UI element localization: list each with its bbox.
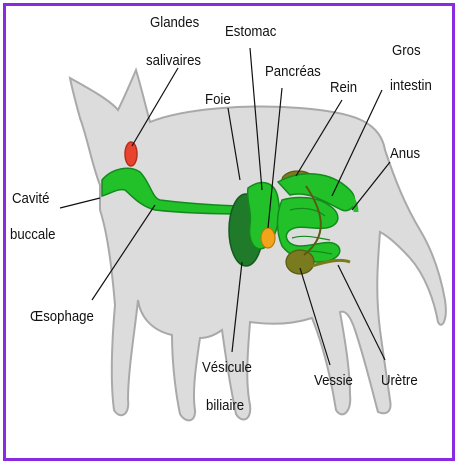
- label-cavite: Cavité: [12, 188, 49, 210]
- label-vessie: Vessie: [314, 370, 353, 392]
- label-anus: Anus: [390, 143, 420, 165]
- label-foie: Foie: [205, 89, 231, 111]
- bladder: [286, 250, 314, 274]
- label-intestin: intestin: [390, 75, 432, 97]
- label-gros: Gros: [392, 40, 421, 62]
- gallbladder: [261, 228, 275, 248]
- salivary-gland: [125, 142, 137, 166]
- label-salivaires: salivaires: [146, 50, 201, 72]
- label-oesophage: Œsophage: [30, 306, 94, 328]
- label-estomac: Estomac: [225, 21, 276, 43]
- label-glandes: Glandes: [150, 12, 199, 34]
- label-uretre: Urètre: [381, 370, 418, 392]
- label-biliaire: biliaire: [206, 395, 244, 417]
- label-vesicule: Vésicule: [202, 357, 252, 379]
- label-rein: Rein: [330, 77, 357, 99]
- label-buccale: buccale: [10, 224, 55, 246]
- label-pancreas: Pancréas: [265, 61, 321, 83]
